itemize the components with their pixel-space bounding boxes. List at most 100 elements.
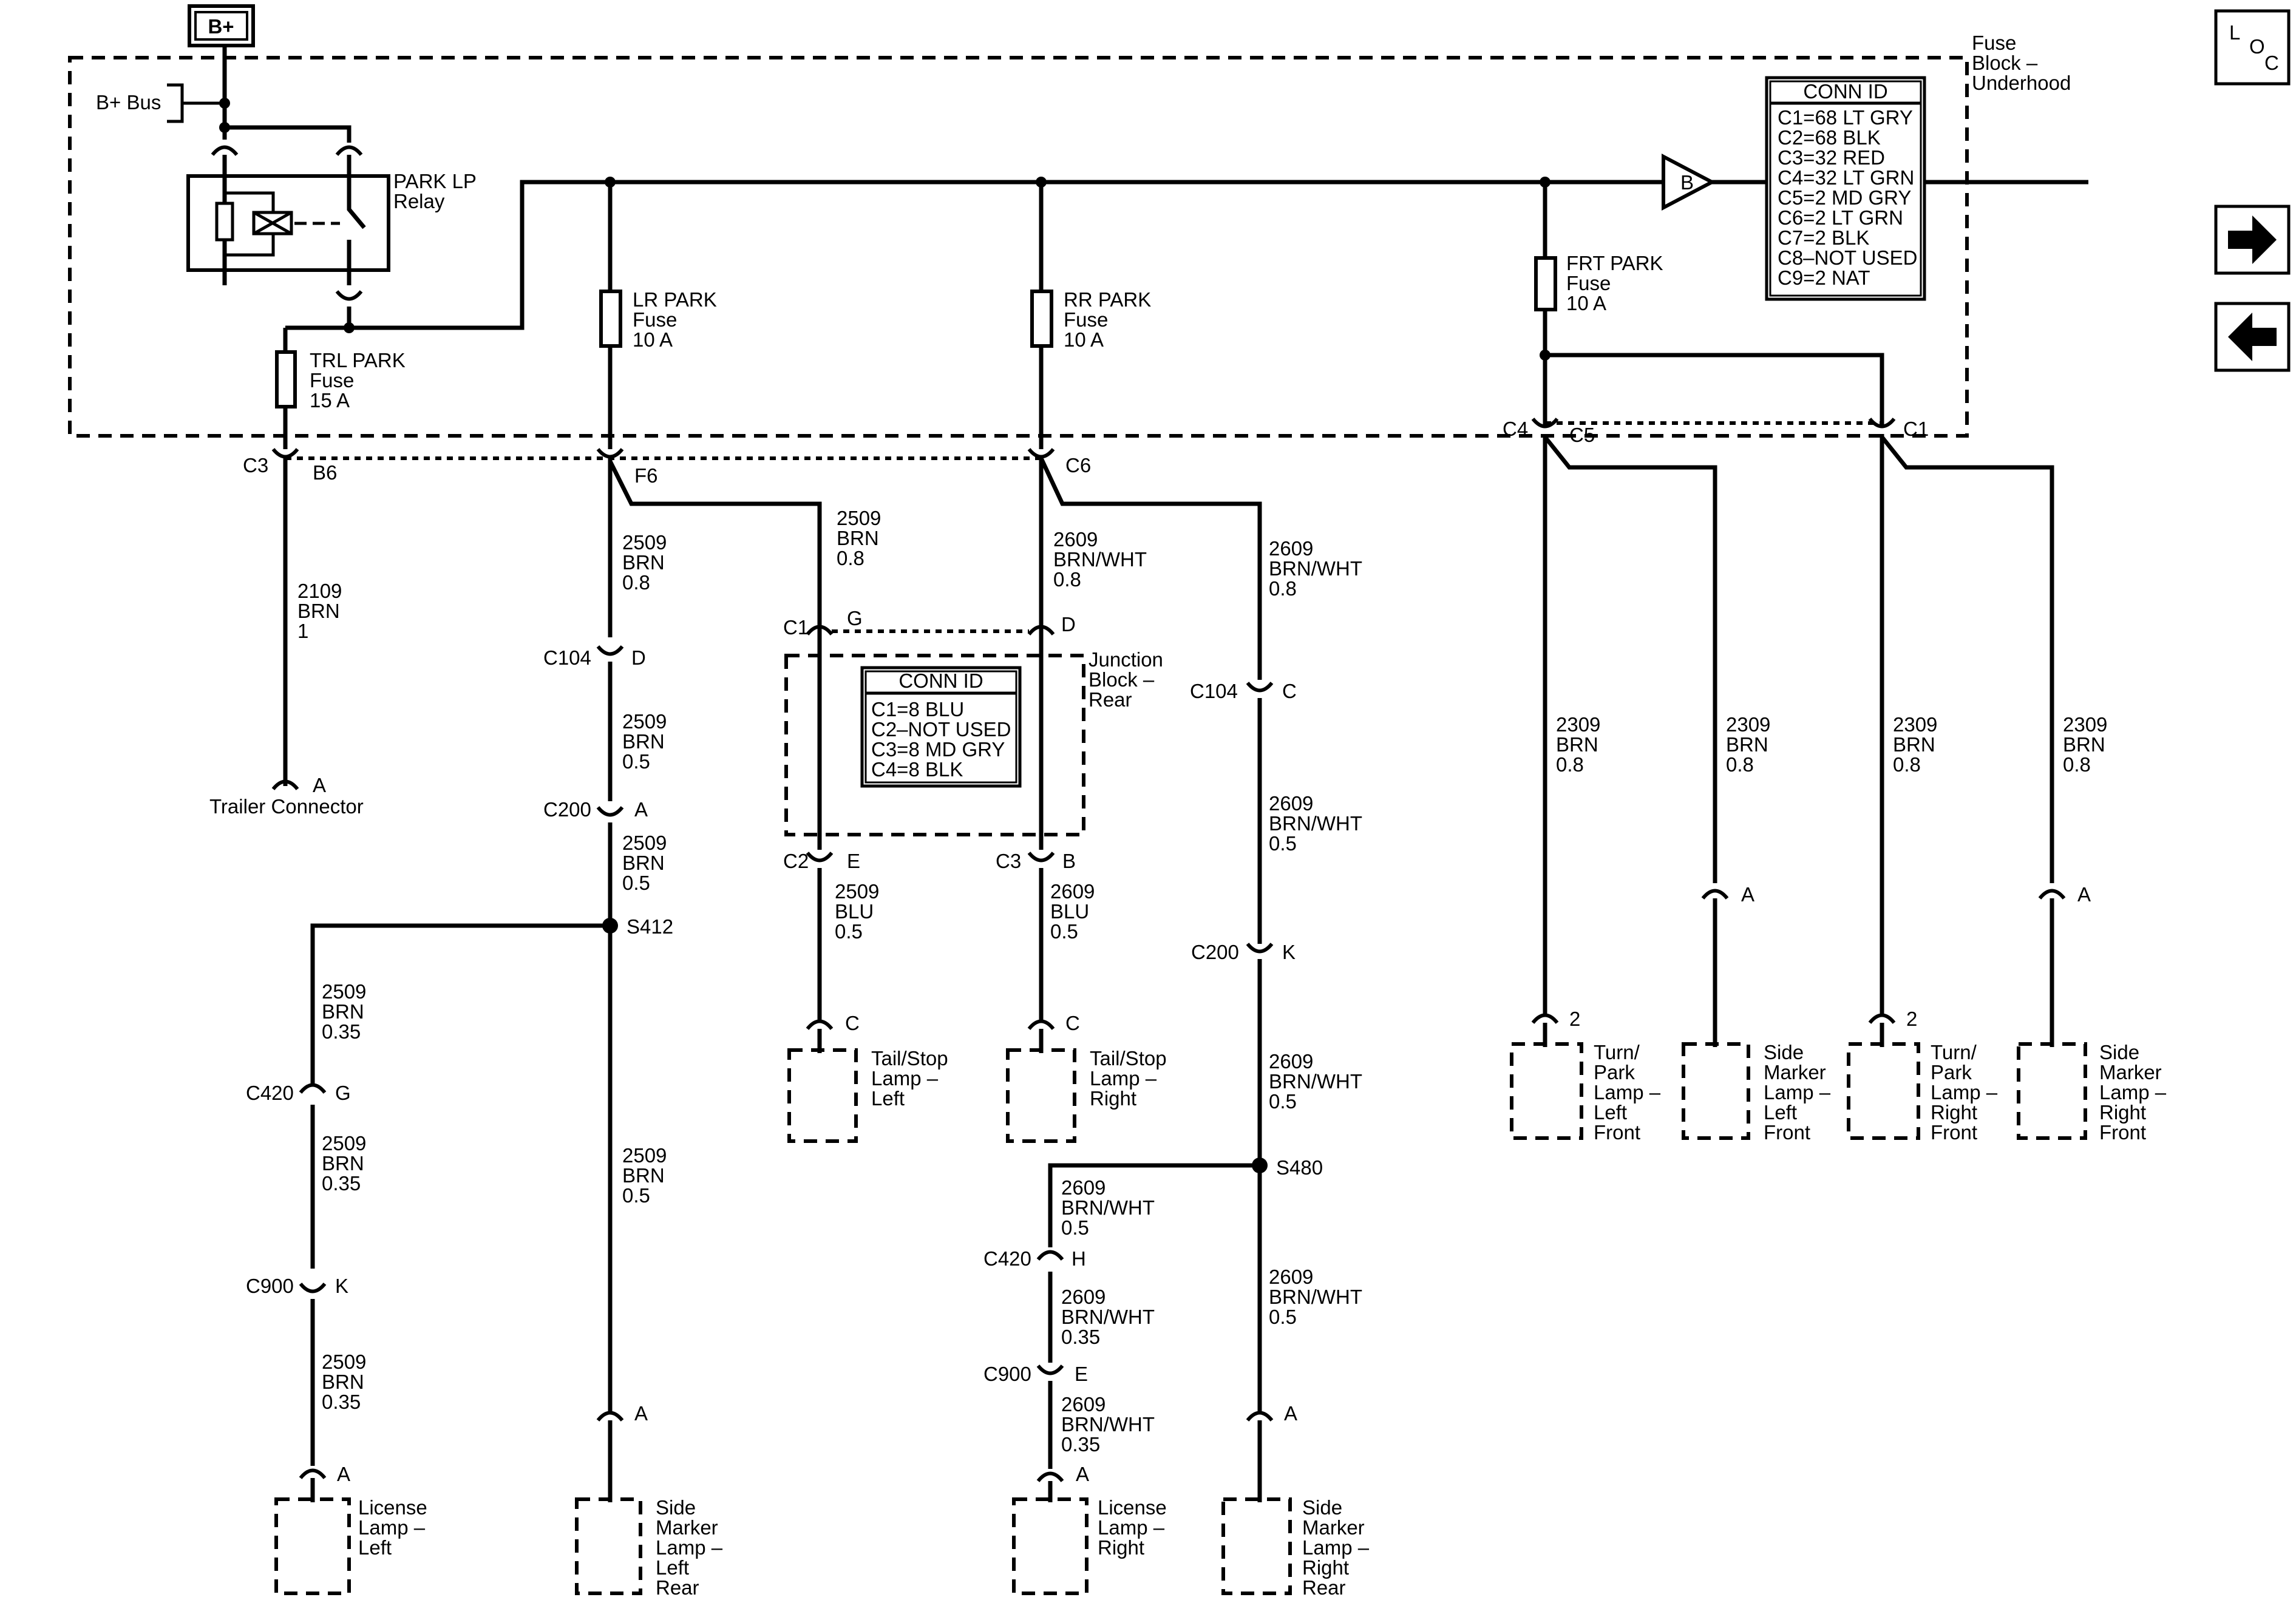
label-line: License — [1098, 1496, 1167, 1519]
label-line: 2509 — [622, 710, 667, 733]
svg-text:C6: C6 — [1065, 454, 1091, 476]
label-line: BRN/WHT — [1269, 812, 1362, 835]
label-line: Block – — [1972, 52, 2038, 74]
label-line: 2509 — [322, 1132, 366, 1154]
svg-text:CONN ID: CONN ID — [898, 670, 983, 692]
label-line: 2509 — [322, 1351, 366, 1373]
svg-text:A: A — [1076, 1463, 1089, 1485]
label-line: 0.5 — [622, 750, 650, 773]
label-line: C3=32 RED — [1778, 146, 1885, 169]
label-line: Relay — [393, 190, 445, 212]
label-line: 0.8 — [1556, 753, 1584, 776]
label-line: 10 A — [1566, 292, 1606, 314]
label-line: 0.5 — [1269, 1090, 1297, 1113]
frt-park-fuse — [1534, 256, 1557, 311]
label-line: Lamp – — [1931, 1081, 1998, 1103]
svg-text:L: L — [2229, 21, 2240, 44]
label-line: 2509 — [622, 1144, 667, 1167]
svg-text:H: H — [1072, 1247, 1086, 1270]
svg-text:C1: C1 — [783, 616, 809, 639]
label-line: BLU — [835, 900, 874, 923]
label-line: C4=8 BLK — [871, 758, 963, 781]
label-line: BRN/WHT — [1061, 1306, 1155, 1328]
offpage-b-arrow: B — [1662, 154, 1716, 211]
label-line: BRN/WHT — [1269, 557, 1362, 580]
svg-text:C900: C900 — [983, 1363, 1031, 1385]
label-line: 2509 — [835, 880, 879, 903]
label-line: 2509 — [622, 832, 667, 854]
label-line: BRN — [622, 551, 665, 574]
label-line: Fuse — [633, 308, 677, 331]
next-page-button[interactable] — [2214, 205, 2291, 275]
svg-text:E: E — [1075, 1363, 1088, 1385]
svg-text:C900: C900 — [246, 1275, 294, 1297]
label-line: Lamp – — [1090, 1067, 1157, 1090]
label-line: 15 A — [310, 389, 350, 412]
label-line: BRN — [2063, 733, 2105, 756]
label-line: Turn/ — [1594, 1041, 1640, 1063]
label-line: 0.8 — [2063, 753, 2091, 776]
svg-text:C104: C104 — [1190, 680, 1238, 702]
label-line: BRN/WHT — [1269, 1070, 1362, 1093]
label-line: 0.8 — [837, 547, 864, 569]
label-line: 2609 — [1269, 537, 1313, 560]
label-line: Park — [1931, 1061, 1972, 1083]
svg-text:A: A — [337, 1463, 350, 1485]
svg-text:B6: B6 — [313, 461, 337, 484]
label-line: Side — [656, 1496, 696, 1519]
label-line: BRN — [322, 1152, 364, 1175]
label-line: BRN/WHT — [1061, 1196, 1155, 1219]
label-line: C3=8 MD GRY — [871, 738, 1005, 761]
svg-text:C420: C420 — [246, 1082, 294, 1104]
label-line: Lamp – — [871, 1067, 939, 1090]
label-line: BRN — [1726, 733, 1768, 756]
label-line: C8–NOT USED — [1778, 246, 1917, 269]
label-line: BRN — [322, 1000, 364, 1023]
svg-text:C: C — [1282, 680, 1297, 702]
label-line: Left — [871, 1087, 905, 1110]
label-line: BRN — [322, 1371, 364, 1393]
svg-text:C: C — [1065, 1012, 1080, 1034]
label-line: 2309 — [1893, 713, 1937, 736]
label-line: 2509 — [837, 507, 881, 529]
prev-page-button[interactable] — [2214, 302, 2291, 372]
svg-text:C2: C2 — [783, 850, 809, 872]
label-line: 0.5 — [1269, 1306, 1297, 1328]
label-line: Lamp – — [1594, 1081, 1661, 1103]
label-line: 0.5 — [622, 872, 650, 894]
loc-button[interactable]: L O C — [2214, 9, 2291, 86]
label-line: Fuse — [1972, 32, 2016, 54]
label-line: 0.35 — [1061, 1433, 1100, 1456]
label-line: C2–NOT USED — [871, 718, 1011, 741]
svg-text:C3: C3 — [996, 850, 1021, 872]
label-line: BRN — [297, 600, 340, 622]
label-line: Lamp – — [656, 1536, 723, 1559]
